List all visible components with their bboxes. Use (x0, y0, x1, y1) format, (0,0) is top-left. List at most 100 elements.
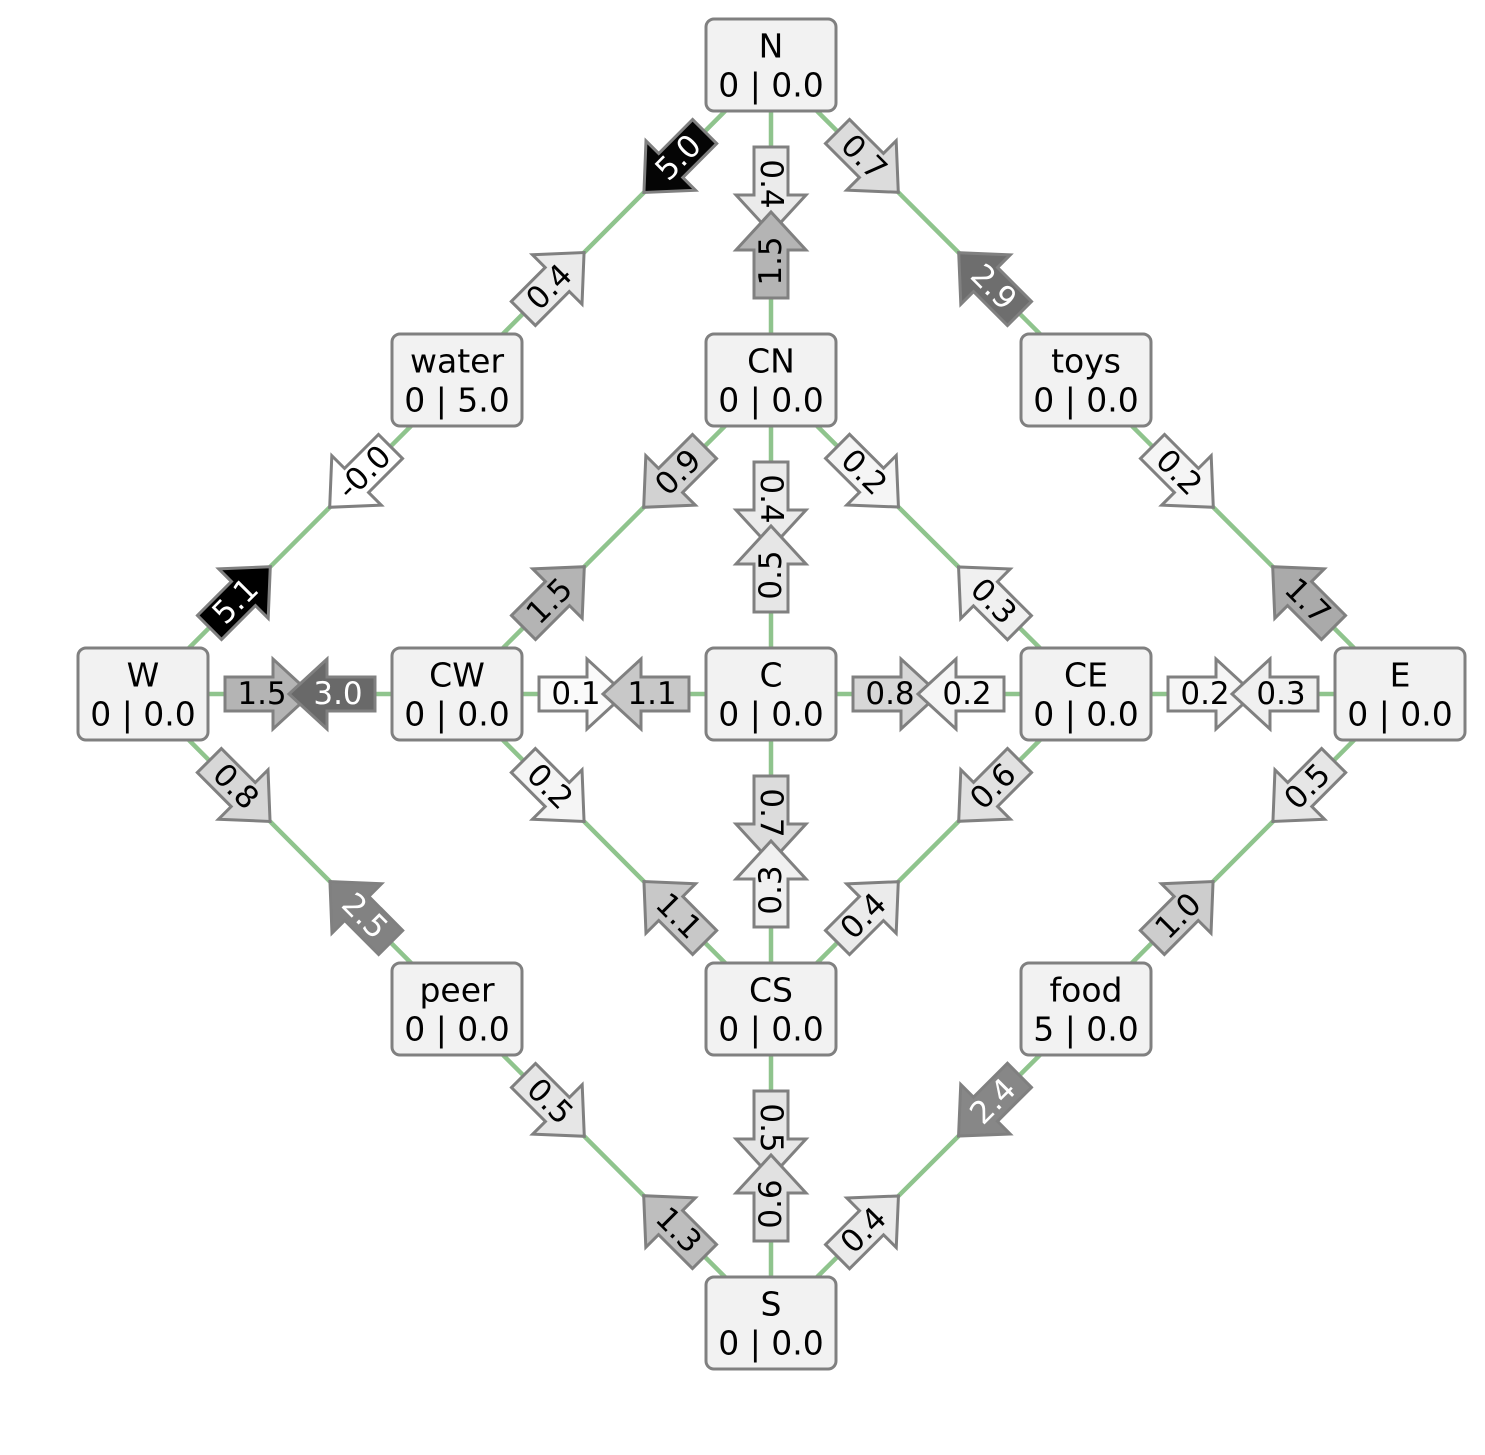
arrow-shape-C-to-CN (732, 523, 810, 614)
flow-arrow-CN-to-N: 1.5 (732, 209, 810, 300)
node-cw: CW0 | 0.0 (390, 646, 524, 742)
node-label: CW (429, 656, 485, 695)
arrow-shape-C-to-CW (600, 655, 691, 733)
arrow-label-CS-to-C: 0.3 (753, 865, 789, 914)
node-box-w (76, 646, 210, 742)
flow-arrow-CN-to-C: 0.4 (732, 460, 810, 551)
arrow-label-W-to-CW: 1.5 (237, 676, 286, 712)
edge-line-water-W (140, 377, 460, 697)
node-label: water (410, 342, 504, 381)
node-n: N0 | 0.0 (704, 17, 838, 113)
node-label: CE (1064, 656, 1108, 695)
flow-arrow-S-to-peer: 1.3 (642, 1194, 719, 1271)
arrow-shape-CE-to-E (1166, 655, 1257, 733)
node-value: 0 | 0.0 (718, 695, 824, 734)
edge-line-toys-E (1083, 377, 1403, 697)
arrow-shape-E-to-food (1271, 746, 1348, 824)
arrow-label-CW-to-C: 0.1 (551, 676, 600, 712)
arrow-shape-toys-to-E (1138, 432, 1215, 509)
arrow-shape-CW-to-C (537, 655, 628, 733)
edge-line-CN-CE (768, 377, 1089, 697)
edge-line-W-peer (140, 691, 460, 1012)
node-label: C (759, 656, 782, 695)
flow-arrow-S-to-CS: 0.6 (732, 1152, 810, 1243)
edge-line-food-S (768, 1006, 1089, 1326)
flow-arrow-CW-to-W: 3.0 (286, 655, 377, 733)
node-label: S (761, 1285, 782, 1324)
arrow-shape-CW-to-W (286, 655, 377, 733)
edge-line-N-toys (768, 62, 1089, 383)
arrow-shape-CW-to-CS (509, 746, 586, 824)
node-box-cs (704, 961, 838, 1057)
arrow-shape-S-to-food (823, 1194, 901, 1271)
flow-arrow-CE-to-C: 0.2 (915, 655, 1006, 733)
arrow-shape-CS-to-CE (823, 880, 900, 957)
flow-arrow-C-to-CS: 0.7 (732, 774, 810, 865)
arrow-label-CW-to-W: 3.0 (313, 676, 362, 712)
node-label: CN (747, 342, 795, 381)
flow-arrow-CS-to-CW: 1.1 (642, 879, 719, 957)
node-ce: CE0 | 0.0 (1019, 646, 1153, 742)
edge-line-CW-CS (454, 691, 774, 1012)
node-value: 0 | 0.0 (1347, 695, 1453, 734)
arrow-shape-CS-to-C (732, 838, 810, 929)
flow-arrow-W-to-CW: 1.5 (223, 655, 314, 733)
node-e: E0 | 0.0 (1333, 646, 1467, 742)
arrow-label-C-to-CE: 0.8 (865, 676, 914, 712)
arrow-shape-N-to-water (642, 117, 719, 195)
flow-arrow-C-to-CE: 0.8 (851, 655, 942, 733)
flow-arrow-CS-to-S: 0.5 (732, 1089, 810, 1180)
arrow-shape-peer-to-S (509, 1061, 586, 1138)
arrow-shape-food-to-E (1138, 879, 1215, 957)
node-value: 0 | 5.0 (404, 381, 510, 420)
node-box-s (704, 1275, 838, 1371)
node-value: 0 | 0.0 (718, 381, 824, 420)
arrow-shape-W-to-peer (195, 746, 272, 824)
node-w: W0 | 0.0 (76, 646, 210, 742)
arrow-label-C-to-CS: 0.7 (753, 788, 789, 837)
node-value: 0 | 0.0 (718, 1010, 824, 1049)
node-value: 0 | 0.0 (404, 1010, 510, 1049)
arrow-label-N-to-CN: 0.4 (753, 159, 789, 208)
arrow-shape-CN-to-N (732, 209, 810, 300)
flow-arrow-C-to-CW: 1.1 (600, 655, 691, 733)
node-box-ce (1019, 646, 1153, 742)
node-value: 0 | 0.0 (718, 66, 824, 105)
arrow-shape-E-to-toys (1271, 565, 1348, 642)
node-value: 0 | 0.0 (1033, 695, 1139, 734)
arrow-shape-water-to-N (509, 250, 586, 328)
arrow-shape-C-to-CE (851, 655, 942, 733)
arrow-shape-N-to-CN (732, 145, 810, 236)
arrow-shape-CW-to-CN (509, 565, 586, 642)
arrow-label-E-to-CE: 0.3 (1256, 676, 1305, 712)
arrow-shape-CE-to-CS (957, 746, 1034, 823)
arrow-shape-C-to-CS (732, 774, 810, 865)
arrow-shape-W-to-water (195, 565, 272, 642)
arrow-label-C-to-CW: 1.1 (627, 676, 676, 712)
node-label: E (1390, 656, 1411, 695)
arrow-shape-N-to-toys (823, 117, 900, 194)
node-value: 0 | 0.0 (1033, 381, 1139, 420)
node-value: 5 | 0.0 (1033, 1010, 1139, 1049)
node-value: 0 | 0.0 (718, 1324, 824, 1363)
arrow-shape-peer-to-W (328, 879, 405, 957)
arrow-shape-CS-to-CW (642, 879, 719, 957)
node-label: food (1050, 971, 1123, 1010)
flow-arrow-CE-to-E: 0.2 (1166, 655, 1257, 733)
arrow-shape-CE-to-CN (956, 565, 1034, 642)
arrow-shape-CE-to-C (915, 655, 1006, 733)
arrow-label-CS-to-S: 0.5 (753, 1103, 789, 1152)
flow-arrow-CW-to-C: 0.1 (537, 655, 628, 733)
node-box-e (1333, 646, 1467, 742)
node-label: peer (419, 971, 495, 1010)
arrow-label-S-to-CS: 0.6 (753, 1179, 789, 1228)
node-value: 0 | 0.0 (404, 695, 510, 734)
arrow-shape-toys-to-N (957, 251, 1034, 328)
flow-arrow-E-to-CE: 0.3 (1229, 655, 1320, 733)
arrow-shape-S-to-CS (732, 1152, 810, 1243)
node-value: 0 | 0.0 (90, 695, 196, 734)
